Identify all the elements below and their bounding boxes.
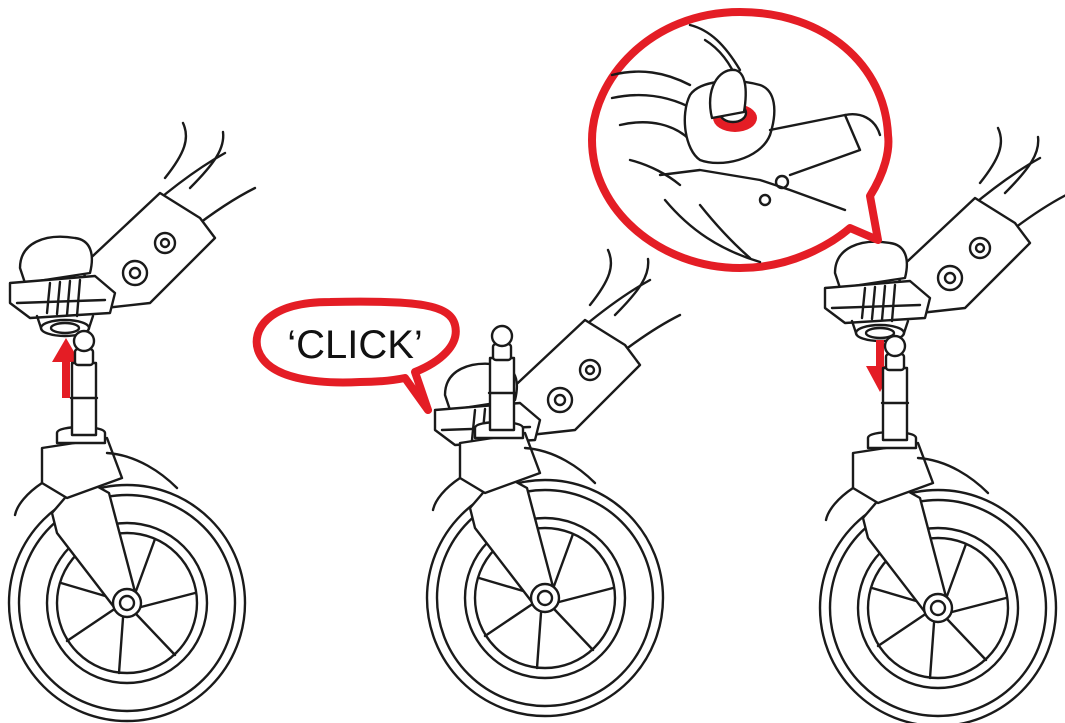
thumb [708,68,747,120]
step2-housing [433,248,682,465]
click-label: ‘CLICK’ [287,323,423,367]
step1-wheel [7,329,247,723]
step1-housing [8,121,257,338]
zoom-callout [588,8,893,272]
zoom-detail [610,23,882,264]
click-speech-bubble: ‘CLICK’ [252,297,460,414]
step3-wheel [818,334,1058,723]
step1-up-arrow [52,338,80,398]
